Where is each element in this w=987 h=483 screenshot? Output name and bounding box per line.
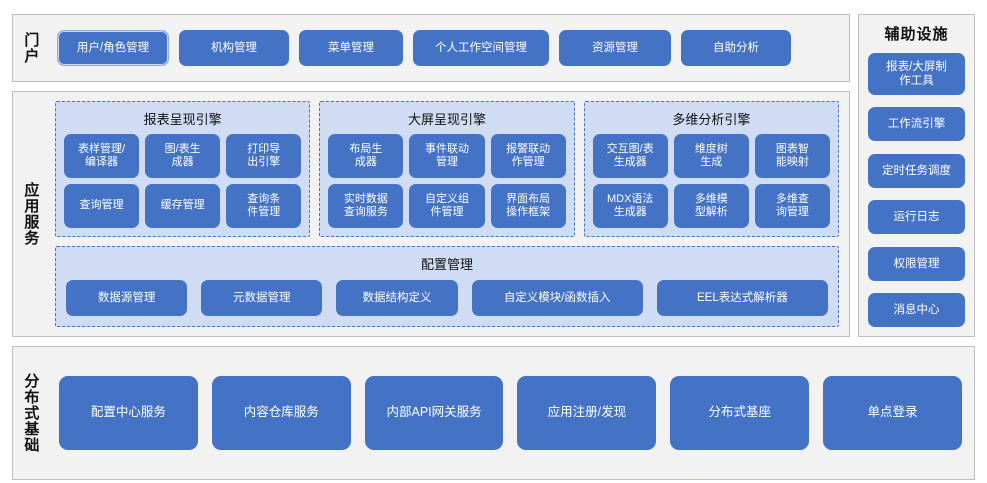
aux-item-runtime-log[interactable]: 运行日志 [868,200,965,235]
auxiliary-facilities-panel: 辅助设施 报表/大屏制 作工具 工作流引擎 定时任务调度 运行日志 权限管理 消… [858,14,975,337]
portal-item-self-service-analysis[interactable]: 自助分析 [681,30,791,66]
engines-row: 报表呈现引擎 表样管理/ 编译器 图/表生 成器 打印导 出引擎 查询管理 缓存… [55,101,839,237]
engine-item-multidimensional-query-management[interactable]: 多维查 询管理 [754,184,830,228]
base-item-distributed-foundation[interactable]: 分布式基座 [670,376,810,450]
engine-item-cache-management[interactable]: 缓存管理 [145,184,221,228]
upper-section: 门户 用户/角色管理 机构管理 菜单管理 个人工作空间管理 资源管理 自助分析 … [12,14,975,337]
base-item-config-center-service[interactable]: 配置中心服务 [59,376,198,450]
bigscreen-rendering-engine-title: 大屏呈现引擎 [407,112,486,127]
engine-item-query-condition-management[interactable]: 查询条 件管理 [226,184,302,228]
bigscreen-rendering-engine-group: 大屏呈现引擎 布局生 成器 事件联动 管理 报警联动 作管理 实时数据 查询服务… [319,101,575,237]
configuration-management-title: 配置管理 [420,257,473,272]
report-rendering-engine-items: 表样管理/ 编译器 图/表生 成器 打印导 出引擎 查询管理 缓存管理 查询条 … [64,134,302,228]
config-item-data-structure-definition[interactable]: 数据结构定义 [336,280,458,316]
engine-item-multidimensional-model-parsing[interactable]: 多维模 型解析 [673,184,749,228]
config-item-eel-expression-parser[interactable]: EEL表达式解析器 [656,280,828,316]
aux-item-scheduled-task-scheduling[interactable]: 定时任务调度 [868,153,965,188]
engine-item-mdx-syntax-generator[interactable]: MDX语法 生成器 [592,184,668,228]
portal-items: 用户/角色管理 机构管理 菜单管理 个人工作空间管理 资源管理 自助分析 [47,15,849,81]
portal-panel: 门户 用户/角色管理 机构管理 菜单管理 个人工作空间管理 资源管理 自助分析 [12,14,850,82]
distributed-base-panel: 分布式基础 配置中心服务 内容仓库服务 内部API网关服务 应用注册/发现 分布… [12,346,975,480]
config-item-metadata-management[interactable]: 元数据管理 [201,280,323,316]
application-services-body: 报表呈现引擎 表样管理/ 编译器 图/表生 成器 打印导 出引擎 查询管理 缓存… [47,92,849,336]
auxiliary-facilities-items: 报表/大屏制 作工具 工作流引擎 定时任务调度 运行日志 权限管理 消息中心 [868,53,965,327]
engine-item-interactive-chart-table-generator[interactable]: 交互图/表 生成器 [592,134,668,178]
engine-item-print-export-engine[interactable]: 打印导 出引擎 [226,134,302,178]
config-item-datasource-management[interactable]: 数据源管理 [66,280,188,316]
engine-item-chart-table-generator[interactable]: 图/表生 成器 [145,134,221,178]
multidimensional-analysis-engine-title: 多维分析引擎 [672,112,751,127]
engine-item-template-management-compiler[interactable]: 表样管理/ 编译器 [64,134,140,178]
application-services-panel: 应用服务 报表呈现引擎 表样管理/ 编译器 图/表生 成器 打印导 出引擎 查询… [12,91,850,337]
distributed-base-items: 配置中心服务 内容仓库服务 内部API网关服务 应用注册/发现 分布式基座 单点… [47,347,974,479]
application-services-label: 应用服务 [22,182,40,246]
report-rendering-engine-group: 报表呈现引擎 表样管理/ 编译器 图/表生 成器 打印导 出引擎 查询管理 缓存… [55,101,311,237]
distributed-base-label: 分布式基础 [22,373,40,453]
aux-item-report-bigscreen-authoring-tool[interactable]: 报表/大屏制 作工具 [868,53,965,95]
report-rendering-engine-title: 报表呈现引擎 [143,112,222,127]
engine-item-ui-layout-operation-framework[interactable]: 界面布局 操作框架 [490,184,566,228]
base-item-internal-api-gateway-service[interactable]: 内部API网关服务 [364,376,504,450]
base-item-app-registration-discovery[interactable]: 应用注册/发现 [517,376,657,450]
portal-item-resource-management[interactable]: 资源管理 [559,30,671,66]
engine-item-dimension-tree-generation[interactable]: 维度树 生成 [673,134,749,178]
config-item-custom-module-function-insertion[interactable]: 自定义模块/函数插入 [471,280,643,316]
engine-item-realtime-data-query-service[interactable]: 实时数据 查询服务 [328,184,404,228]
multidimensional-analysis-engine-items: 交互图/表 生成器 维度树 生成 图表智 能映射 MDX语法 生成器 多维模 型… [592,134,830,228]
portal-item-personal-workspace-management[interactable]: 个人工作空间管理 [413,30,549,66]
bigscreen-rendering-engine-items: 布局生 成器 事件联动 管理 报警联动 作管理 实时数据 查询服务 自定义组 件… [328,134,566,228]
aux-item-message-center[interactable]: 消息中心 [868,292,965,327]
engine-item-custom-component-management[interactable]: 自定义组 件管理 [409,184,485,228]
base-item-single-sign-on[interactable]: 单点登录 [823,376,962,450]
engine-item-alarm-linkage-action-management[interactable]: 报警联动 作管理 [490,134,566,178]
auxiliary-facilities-title: 辅助设施 [884,26,949,43]
multidimensional-analysis-engine-group: 多维分析引擎 交互图/表 生成器 维度树 生成 图表智 能映射 MDX语法 生成… [583,101,839,237]
configuration-management-group: 配置管理 数据源管理 元数据管理 数据结构定义 自定义模块/函数插入 EEL表达… [55,246,839,327]
engine-item-layout-generator[interactable]: 布局生 成器 [328,134,404,178]
engine-item-event-linkage-management[interactable]: 事件联动 管理 [409,134,485,178]
configuration-management-items: 数据源管理 元数据管理 数据结构定义 自定义模块/函数插入 EEL表达式解析器 [66,280,828,316]
left-column: 门户 用户/角色管理 机构管理 菜单管理 个人工作空间管理 资源管理 自助分析 … [12,14,850,337]
base-item-content-repository-service[interactable]: 内容仓库服务 [211,376,351,450]
engine-item-query-management[interactable]: 查询管理 [64,184,140,228]
engine-item-chart-smart-mapping[interactable]: 图表智 能映射 [754,134,830,178]
portal-item-org-management[interactable]: 机构管理 [179,30,289,66]
portal-item-user-role-management[interactable]: 用户/角色管理 [57,30,169,66]
aux-item-workflow-engine[interactable]: 工作流引擎 [868,107,965,142]
portal-item-menu-management[interactable]: 菜单管理 [299,30,403,66]
aux-item-permission-management[interactable]: 权限管理 [868,246,965,281]
portal-label: 门户 [22,32,40,64]
